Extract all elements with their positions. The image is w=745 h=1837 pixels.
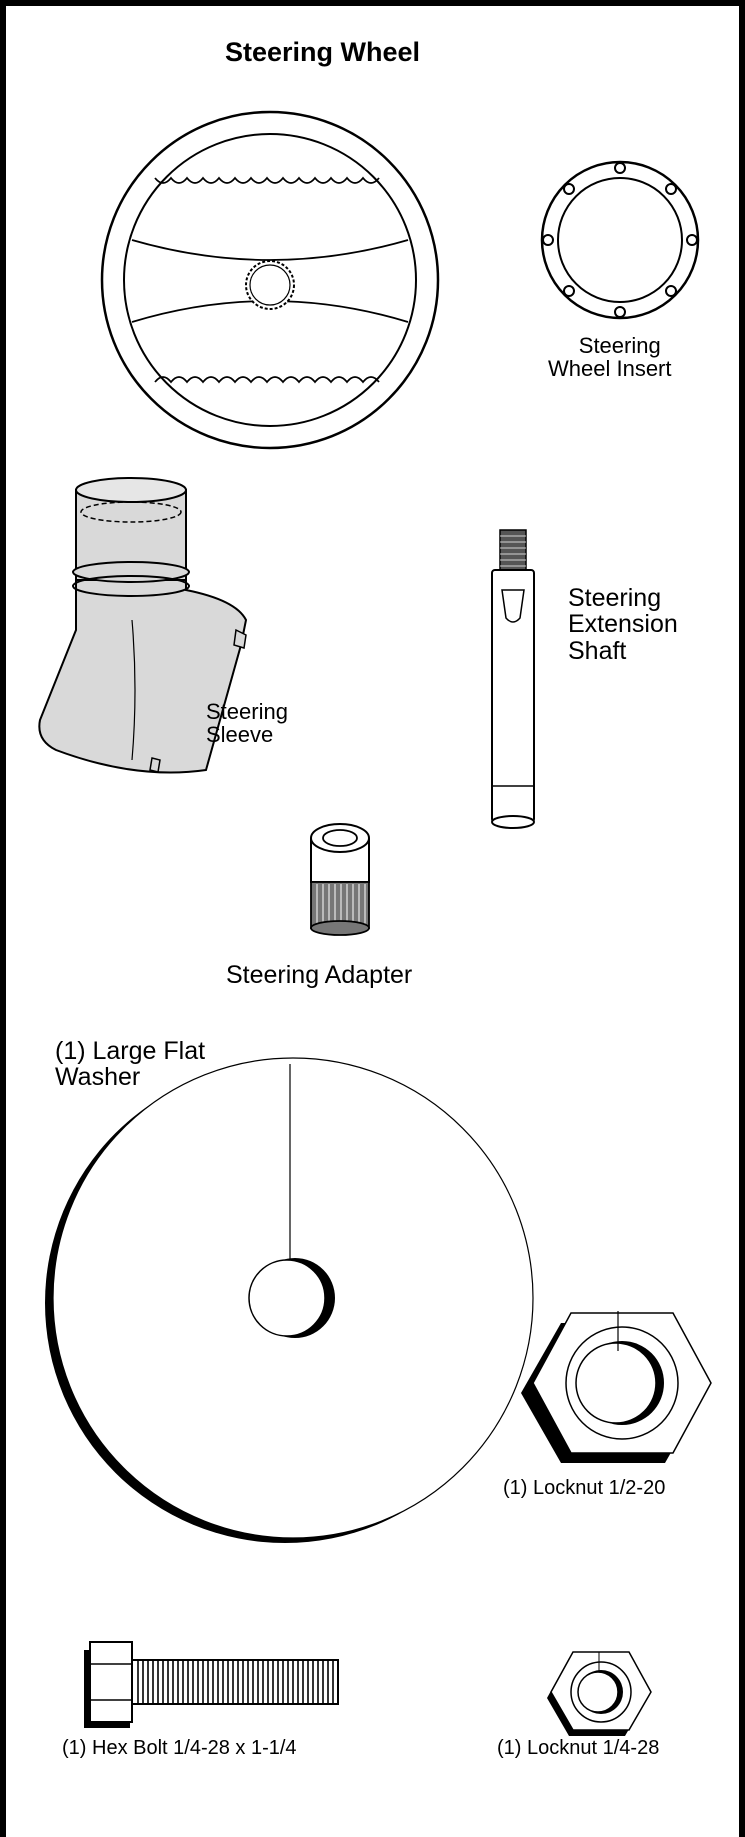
steering-sleeve-label-line2: Sleeve — [206, 722, 274, 748]
steering-sleeve-label: Steering Sleeve — [206, 700, 288, 746]
steering-wheel-insert-label-line1: Steering — [578, 333, 661, 358]
locknut-large-label: (1) Locknut 1/2-20 — [503, 1477, 666, 1499]
flat-washer-illustration — [45, 1057, 534, 1543]
steering-wheel-insert-illustration — [540, 160, 700, 320]
flat-washer-label-line2: Washer — [55, 1063, 141, 1092]
steering-extension-shaft-illustration — [491, 529, 535, 829]
page-title: Steering Wheel — [225, 37, 421, 67]
steering-adapter-illustration — [310, 823, 370, 936]
flat-washer-label-line1: (1) Large Flat — [55, 1037, 206, 1065]
steering-wheel-insert-label-line2: Wheel Insert — [548, 356, 672, 382]
steering-extension-shaft-label: Steering Extension Shaft — [568, 585, 678, 664]
steering-wheel-illustration — [100, 110, 440, 450]
locknut-small-illustration — [547, 1651, 652, 1736]
locknut-large-illustration — [521, 1311, 712, 1463]
flat-washer-label: (1) Large Flat Washer — [55, 1038, 205, 1091]
steering-extension-shaft-label-line2: Extension — [568, 610, 678, 639]
hex-bolt-illustration — [84, 1641, 339, 1728]
steering-sleeve-illustration — [38, 477, 248, 774]
steering-adapter-label: Steering Adapter — [226, 961, 413, 989]
steering-extension-shaft-label-line3: Shaft — [568, 636, 627, 665]
locknut-small-label: (1) Locknut 1/4-28 — [497, 1737, 660, 1759]
hex-bolt-label: (1) Hex Bolt 1/4-28 x 1-1/4 — [62, 1737, 297, 1759]
steering-sleeve-label-line1: Steering — [206, 699, 288, 724]
steering-wheel-insert-label: Steering Wheel Insert — [548, 333, 672, 380]
steering-extension-shaft-label-line1: Steering — [568, 584, 662, 612]
